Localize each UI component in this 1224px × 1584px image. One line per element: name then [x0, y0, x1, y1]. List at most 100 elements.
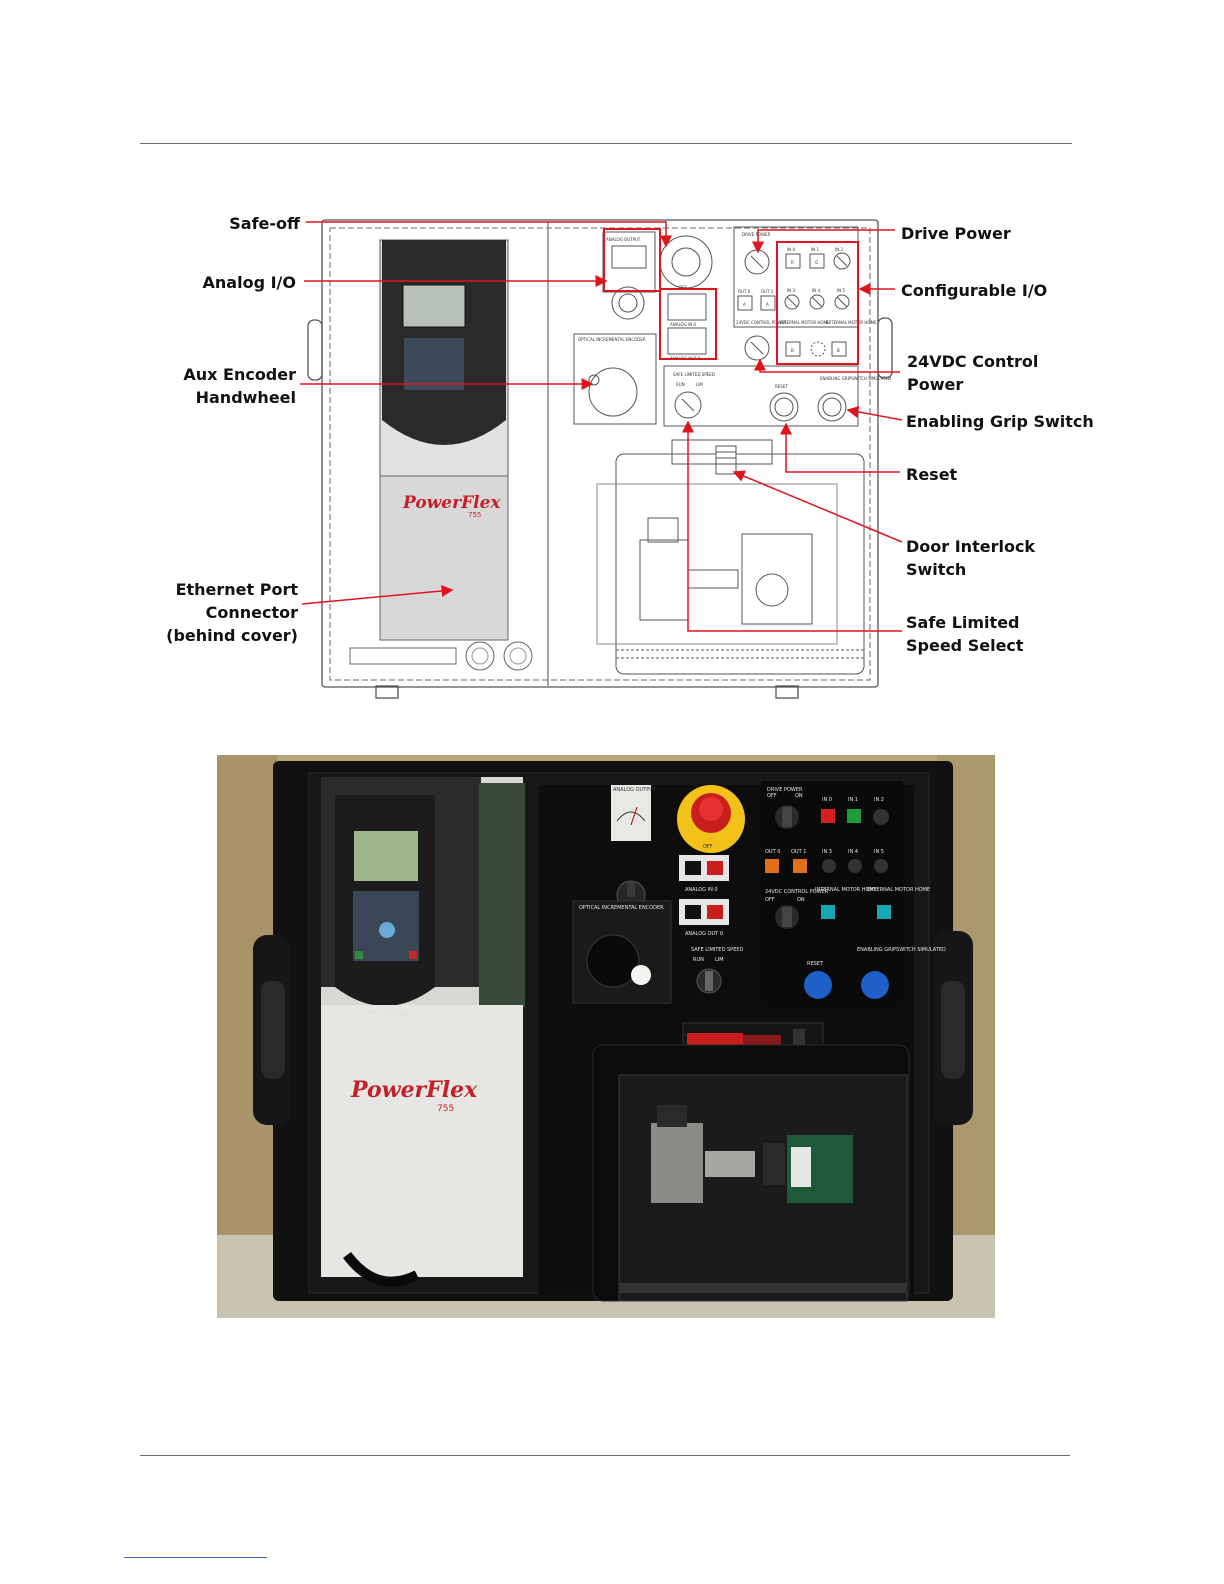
svg-text:EXTERNAL MOTOR HOME: EXTERNAL MOTOR HOME: [867, 887, 930, 893]
svg-text:A: A: [766, 302, 769, 307]
callout-text: Ethernet Port: [175, 580, 298, 599]
callout-configurable-io: Configurable I/O: [901, 279, 1047, 302]
callout-safe-off: Safe-off: [170, 212, 300, 235]
svg-text:B: B: [791, 348, 794, 353]
svg-text:IN 5: IN 5: [837, 288, 845, 293]
drive-model-photo: 755: [437, 1104, 454, 1114]
callout-analog-io: Analog I/O: [150, 271, 296, 294]
callout-ethernet-port: Ethernet Port Connector (behind cover): [150, 578, 298, 647]
callout-text: Enabling Grip Switch: [906, 412, 1094, 431]
svg-text:IN 0: IN 0: [787, 247, 795, 252]
drive-model-drawing: 755: [468, 511, 481, 519]
callout-text: Analog I/O: [202, 273, 296, 292]
drive-unit-drawing: PowerFlex 755: [349, 239, 533, 671]
svg-text:OPTICAL INCREMENTAL ENCODER: OPTICAL INCREMENTAL ENCODER: [578, 337, 646, 342]
svg-text:LIM: LIM: [696, 382, 703, 387]
svg-text:24VDC CONTROL POWER: 24VDC CONTROL POWER: [765, 889, 829, 895]
svg-text:IN 4: IN 4: [812, 288, 820, 293]
svg-text:SAFE LIMITED SPEED: SAFE LIMITED SPEED: [673, 372, 715, 377]
callout-text: Power: [907, 375, 964, 394]
callout-enabling-grip: Enabling Grip Switch: [906, 410, 1094, 433]
enclosure-outline: [307, 219, 893, 699]
callout-text: 24VDC Control: [907, 352, 1039, 371]
callout-text: Safe Limited: [906, 613, 1020, 632]
svg-text:DRIVE POWER: DRIVE POWER: [742, 232, 771, 237]
encoder-drawing: OPTICAL INCREMENTAL ENCODER: [573, 333, 657, 425]
footer-link-underline: [124, 1557, 267, 1558]
svg-text:OFF: OFF: [679, 285, 687, 290]
svg-text:ANALOG OUT 0: ANALOG OUT 0: [685, 931, 723, 937]
svg-text:A: A: [743, 302, 746, 307]
callout-aux-encoder: Aux Encoder Handwheel: [150, 363, 296, 409]
control-grid-drawing: DRIVE POWER R IN 0 G IN 1 IN 2 A OUT 0 A…: [733, 226, 877, 361]
svg-text:OUT 1: OUT 1: [761, 289, 774, 294]
callout-text: Reset: [906, 465, 958, 484]
svg-text:G: G: [815, 260, 818, 265]
svg-text:ON: ON: [797, 897, 805, 903]
svg-text:ANALOG OUTPUT: ANALOG OUTPUT: [606, 237, 641, 242]
encoder-handwheel-photo: OPTICAL INCREMENTAL ENCODER: [572, 900, 672, 1004]
svg-text:RESET: RESET: [775, 384, 788, 389]
safe-off-drawing: OFF: [659, 235, 713, 290]
callout-text: Connector: [205, 603, 298, 622]
callout-drive-power: Drive Power: [901, 222, 1011, 245]
svg-text:24VDC CONTROL POWER: 24VDC CONTROL POWER: [736, 320, 787, 325]
svg-text:OUT 0: OUT 0: [738, 289, 751, 294]
callout-text: Drive Power: [901, 224, 1011, 243]
callout-text: Switch: [906, 560, 967, 579]
svg-text:INTERNAL MOTOR HOME: INTERNAL MOTOR HOME: [780, 320, 830, 325]
svg-text:ANALOG IN 0: ANALOG IN 0: [670, 322, 697, 327]
svg-text:ANALOG IN 0: ANALOG IN 0: [685, 887, 718, 893]
svg-text:LIM: LIM: [715, 957, 724, 963]
highlight-boxes: [603, 228, 859, 365]
svg-text:IN 2: IN 2: [835, 247, 843, 252]
motor-enclosure-photo: [592, 1044, 910, 1302]
callout-text: Configurable I/O: [901, 281, 1048, 300]
svg-text:OFF: OFF: [767, 793, 777, 799]
svg-text:RUN: RUN: [693, 957, 704, 963]
svg-text:OUT 1: OUT 1: [791, 849, 806, 855]
drive-unit-photo: Allen-Bradley PowerFlex 755: [321, 777, 525, 1287]
callout-control-power: 24VDC Control Power: [907, 350, 1038, 396]
callout-text: Aux Encoder: [183, 365, 296, 384]
motor-enclosure-drawing: [596, 439, 865, 675]
control-block-photo: DRIVE POWER OFF ON IN 0 IN 1 IN 2 OUT 0 …: [691, 781, 946, 1007]
svg-text:IN 5: IN 5: [874, 849, 884, 855]
svg-text:IN 1: IN 1: [811, 247, 819, 252]
svg-text:IN 3: IN 3: [822, 849, 832, 855]
svg-text:INTERNAL MOTOR HOME: INTERNAL MOTOR HOME: [815, 887, 877, 893]
drive-maker-photo: Allen-Bradley: [367, 1010, 407, 1017]
callout-text: Speed Select: [906, 636, 1024, 655]
svg-text:DRIVE POWER: DRIVE POWER: [767, 787, 803, 793]
svg-text:RESET: RESET: [807, 961, 824, 967]
svg-text:SAFE LIMITED SPEED: SAFE LIMITED SPEED: [691, 947, 744, 953]
callout-door-interlock: Door Interlock Switch: [906, 535, 1035, 581]
callout-reset: Reset: [906, 463, 957, 486]
svg-text:ANALOG OUTPUT: ANALOG OUTPUT: [613, 787, 657, 793]
svg-text:IN 0: IN 0: [822, 797, 832, 803]
callout-text: Door Interlock: [906, 537, 1036, 556]
button-row-drawing: SAFE LIMITED SPEED RUN LIM RESET ENABLIN…: [663, 365, 891, 427]
svg-text:R: R: [791, 260, 794, 265]
svg-text:OUT 0: OUT 0: [765, 849, 780, 855]
footer-rule: [140, 1455, 1070, 1456]
svg-text:ENABLING GRIPSWITCH SIMULATED: ENABLING GRIPSWITCH SIMULATED: [820, 376, 891, 381]
header-rule: [140, 143, 1072, 144]
svg-text:IN 3: IN 3: [787, 288, 795, 293]
svg-text:EXTERNAL MOTOR HOME: EXTERNAL MOTOR HOME: [826, 320, 877, 325]
panel-line-drawing: PowerFlex 755 ANALOG OUTPUT ANALOG IN 0 …: [300, 219, 903, 699]
svg-text:OPTICAL INCREMENTAL ENCODER: OPTICAL INCREMENTAL ENCODER: [579, 905, 664, 911]
svg-text:OFF: OFF: [765, 897, 775, 903]
drive-logo-drawing: PowerFlex: [402, 493, 501, 513]
callout-text: Safe-off: [229, 214, 300, 233]
callout-text: Handwheel: [195, 388, 296, 407]
callout-safe-limited-speed: Safe Limited Speed Select: [906, 611, 1024, 657]
trainer-photo: Allen-Bradley PowerFlex 755 ANALOG OUTPU…: [217, 755, 995, 1318]
svg-text:IN 1: IN 1: [848, 797, 858, 803]
svg-text:B: B: [837, 348, 840, 353]
estop-photo: OFF: [677, 785, 745, 853]
svg-text:RUN: RUN: [676, 382, 685, 387]
svg-text:OFF: OFF: [703, 844, 713, 850]
svg-text:IN 4: IN 4: [848, 849, 858, 855]
svg-text:ON: ON: [795, 793, 803, 799]
